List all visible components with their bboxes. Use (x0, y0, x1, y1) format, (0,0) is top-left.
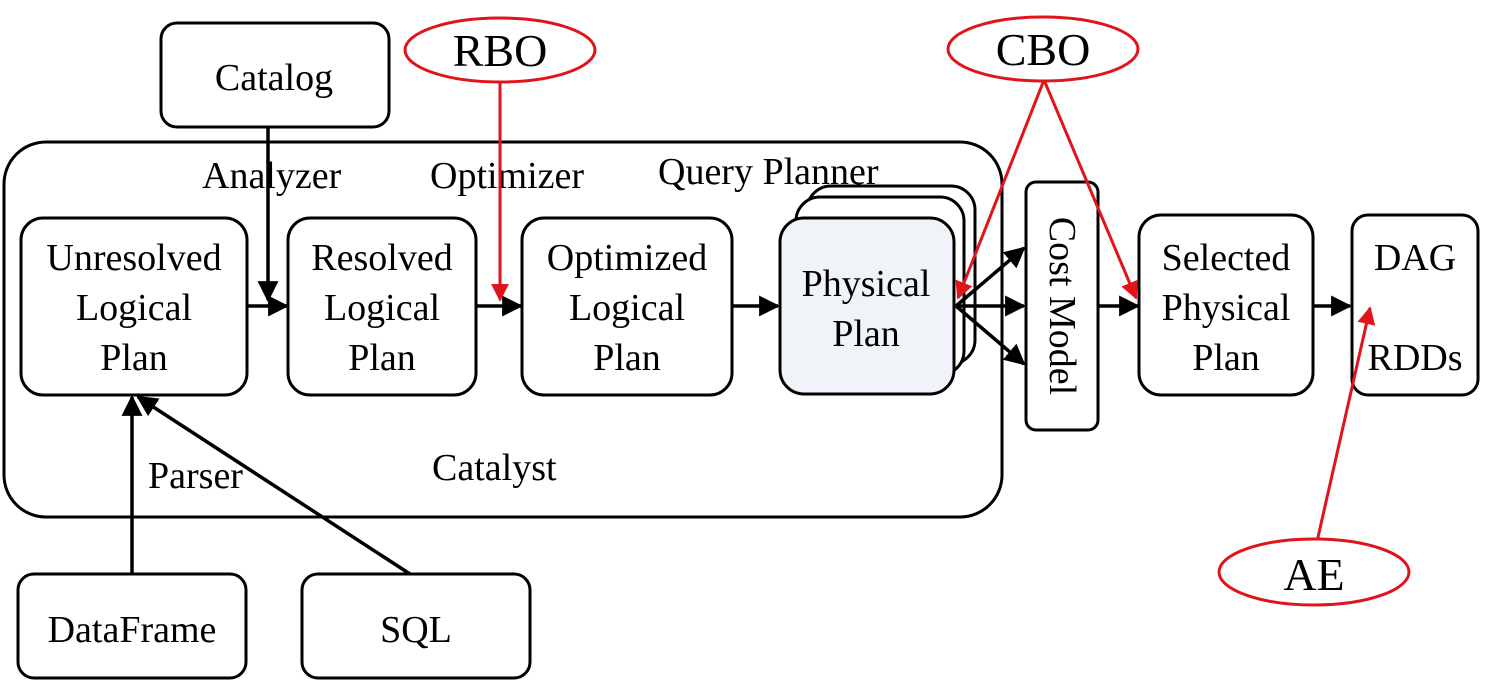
physical-plan-node: Physical Plan (778, 184, 977, 396)
cbo-label: CBO (996, 24, 1091, 75)
dataframe-node: DataFrame (16, 572, 248, 680)
dataframe-label: DataFrame (48, 609, 217, 651)
dag-line-2: RDDs (1367, 337, 1462, 379)
resolved-line-3: Plan (348, 337, 416, 379)
unresolved-line-3: Plan (100, 337, 168, 379)
catalog-label: Catalog (215, 57, 333, 99)
cost-model-label: Cost Model (1041, 217, 1083, 395)
optimized-line-1: Optimized (547, 237, 707, 279)
parser-label: Parser (148, 455, 243, 497)
selected-physical-plan-node: Selected Physical Plan (1137, 213, 1315, 397)
optimizer-label: Optimizer (430, 155, 584, 197)
unresolved-line-1: Unresolved (46, 237, 221, 279)
cbo-to-physical-arrow (955, 79, 1046, 300)
rbo-label: RBO (453, 25, 548, 76)
selected-line-1: Selected (1162, 237, 1291, 279)
cost-model-node: Cost Model (1024, 180, 1100, 432)
sql-label: SQL (380, 609, 452, 651)
ae-arrow (1314, 306, 1376, 547)
dag-line-1: DAG (1374, 237, 1456, 279)
physical-line-2: Plan (832, 313, 900, 355)
optimized-line-3: Plan (593, 337, 661, 379)
optimized-logical-plan-node: Optimized Logical Plan (520, 216, 734, 397)
cbo-annotation: CBO (946, 15, 1140, 83)
catalog-node: Catalog (159, 21, 391, 129)
catalyst-label: Catalyst (432, 447, 557, 489)
resolved-line-1: Resolved (311, 237, 452, 279)
unresolved-line-2: Logical (76, 287, 192, 329)
physical-to-cost-arrow-down (954, 304, 1026, 366)
analyzer-label: Analyzer (202, 155, 342, 197)
resolved-line-2: Logical (324, 287, 440, 329)
selected-line-2: Physical (1162, 287, 1291, 329)
sql-to-unresolved-arrow (136, 395, 411, 576)
ae-label: AE (1283, 549, 1344, 600)
physical-line-1: Physical (802, 263, 931, 305)
resolved-logical-plan-node: Resolved Logical Plan (286, 216, 478, 397)
optimized-line-2: Logical (569, 287, 685, 329)
dag-rdds-node: DAG RDDs (1350, 213, 1480, 397)
catalyst-container (2, 140, 1004, 519)
sql-node: SQL (300, 572, 532, 680)
ae-annotation: AE (1217, 537, 1411, 607)
rbo-annotation: RBO (403, 16, 597, 84)
selected-line-3: Plan (1192, 337, 1260, 379)
cbo-to-selected-arrow (1042, 79, 1138, 300)
unresolved-logical-plan-node: Unresolved Logical Plan (19, 216, 249, 397)
